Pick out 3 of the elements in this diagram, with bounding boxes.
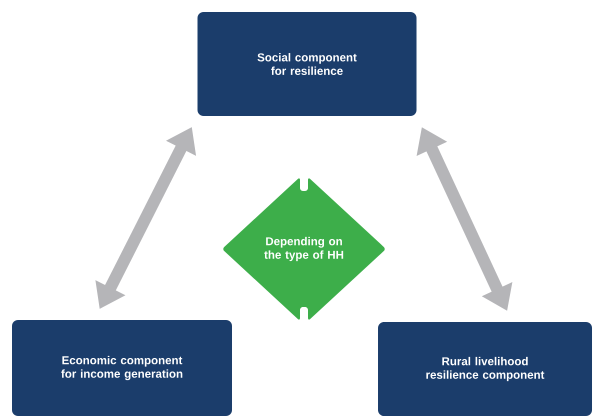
component-box: Social component for resilience	[198, 12, 416, 116]
component-box: Rural livelihood resilience component	[378, 322, 592, 416]
component-box: Economic component for income generation	[12, 320, 232, 416]
